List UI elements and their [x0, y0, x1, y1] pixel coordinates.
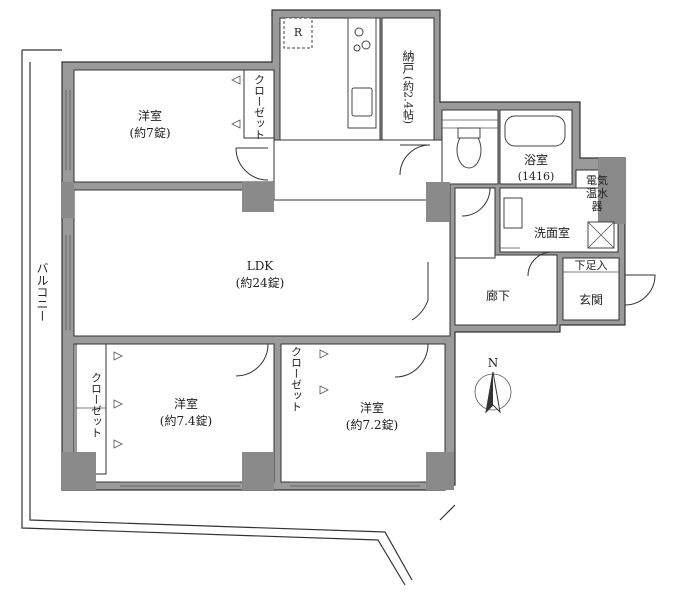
windows	[65, 90, 420, 487]
label-bed-left-size: (約7.4錠)	[160, 413, 212, 428]
room-interiors	[73, 17, 620, 483]
sink-icon	[351, 87, 373, 117]
hallway-upper	[454, 187, 496, 259]
room-west-top	[73, 69, 275, 183]
label-hallway: 廊下	[486, 288, 510, 303]
balcony-outline	[21, 49, 456, 586]
label-shoe-storage: 下足入	[575, 259, 608, 272]
label-storage-size: (約2.4帖)	[402, 76, 415, 124]
bath-fixtures	[456, 115, 619, 273]
label-storage-name: 納戸	[401, 50, 415, 75]
doors	[235, 144, 656, 378]
closet-west-top	[243, 69, 275, 139]
label-balcony: バルコニー	[35, 262, 49, 322]
label-bath-size: (1416)	[518, 170, 555, 183]
room-ldk	[73, 189, 451, 337]
label-water-heater-3: 器	[592, 200, 603, 213]
compass-north-label: N	[488, 356, 499, 370]
label-west-top-name: 洋室	[138, 108, 162, 123]
fridge-space	[283, 17, 313, 49]
label-fridge: R	[294, 26, 303, 39]
hallway	[454, 254, 558, 326]
label-bed-left-name: 洋室	[174, 396, 198, 411]
label-water-heater-2: 温水	[586, 187, 608, 200]
entrance	[562, 257, 620, 321]
label-entrance: 玄関	[579, 292, 603, 307]
storage-room	[381, 17, 435, 145]
burner-icon	[354, 27, 364, 37]
label-water-heater-1: 電気	[586, 173, 608, 187]
labels: 洋室 (約7錠) クローゼット 納戸 (約2.4帖) LDK (約24錠) 浴室…	[35, 26, 608, 438]
label-west-top-closet: クローゼット	[253, 74, 266, 140]
label-bed-left-closet: クローゼット	[90, 372, 103, 438]
label-west-top-size: (約7錠)	[130, 125, 171, 140]
closet-marks	[76, 75, 329, 449]
room-bed-left	[73, 343, 275, 483]
label-ldk-name: LDK	[247, 259, 275, 273]
label-bed-mid-closet: クローゼット	[290, 346, 303, 412]
label-bath-name: 浴室	[524, 152, 548, 167]
label-bed-right-name: 洋室	[360, 400, 384, 415]
ldk-upper	[273, 139, 451, 201]
pillars	[62, 158, 625, 490]
burner-icon	[361, 40, 371, 50]
room-bed-right	[280, 343, 446, 483]
label-bed-right-size: (約7.2錠)	[346, 417, 398, 432]
label-washroom: 洗面室	[534, 225, 570, 240]
washbasin-icon	[503, 197, 523, 229]
compass: N	[474, 356, 512, 414]
bathtub-icon	[504, 115, 566, 147]
label-ldk-size: (約24錠)	[236, 275, 285, 290]
